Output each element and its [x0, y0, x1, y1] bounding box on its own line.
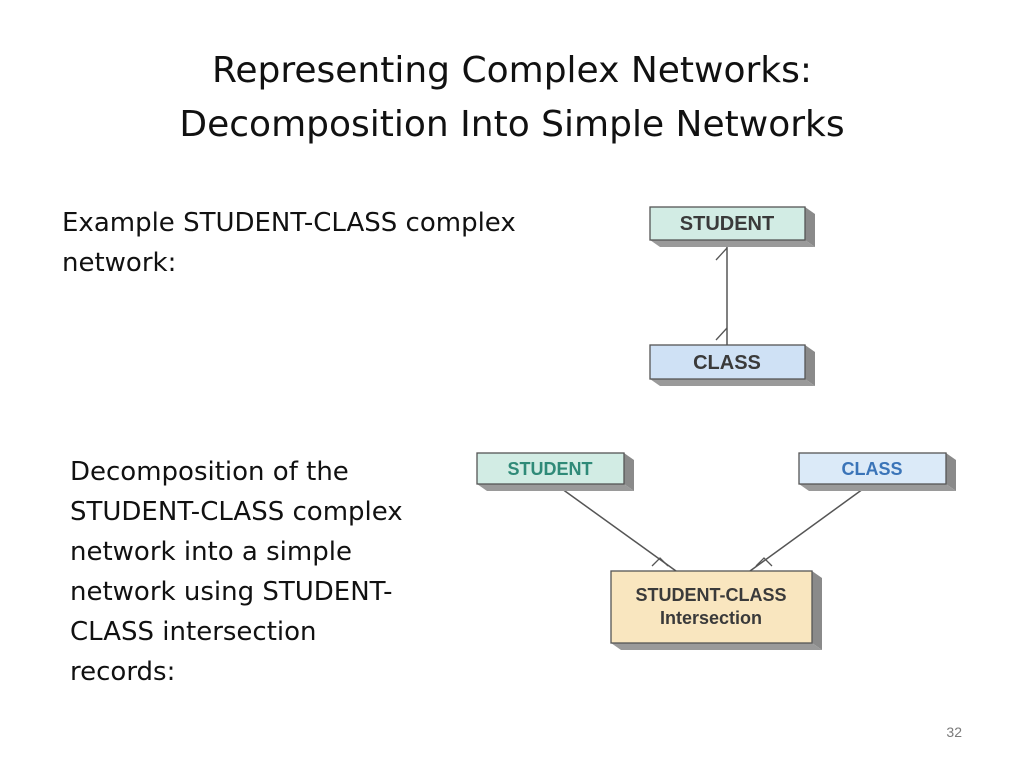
class-record-label: CLASS [841, 459, 902, 479]
student-to-intersection-line [550, 480, 677, 572]
class-record-box: CLASS [798, 452, 956, 491]
example-description: Example STUDENT-CLASS complex network: [62, 208, 516, 278]
title-line-1: Representing Complex Networks: [211, 50, 813, 91]
many-marker-bottom [715, 327, 728, 341]
title-line-2: Decomposition Into Simple Networks [179, 104, 845, 145]
intersection-label-line-2: Intersection [660, 608, 762, 628]
many-marker-top [715, 247, 728, 261]
slide-title: Representing Complex Networks: Decomposi… [0, 44, 1024, 152]
intersection-label-line-1: STUDENT-CLASS [635, 585, 786, 605]
decomposition-description: Decomposition of the STUDENT-CLASS compl… [70, 457, 403, 687]
student-entity-box: STUDENT [649, 206, 815, 247]
page-number: 32 [946, 724, 962, 740]
simple-network-diagram: STUDENT CLASS STUDENT-CLASS Intersection [476, 452, 956, 650]
intersection-record-box: STUDENT-CLASS Intersection [610, 570, 822, 650]
class-label: CLASS [693, 352, 761, 374]
student-record-box: STUDENT [476, 452, 634, 491]
student-record-label: STUDENT [508, 459, 593, 479]
class-to-intersection-line [749, 480, 875, 572]
student-label: STUDENT [680, 213, 774, 235]
class-entity-box: CLASS [649, 344, 815, 386]
many-marker-right [755, 557, 773, 567]
complex-network-diagram: STUDENT CLASS [649, 206, 815, 386]
many-marker-left [651, 557, 669, 567]
